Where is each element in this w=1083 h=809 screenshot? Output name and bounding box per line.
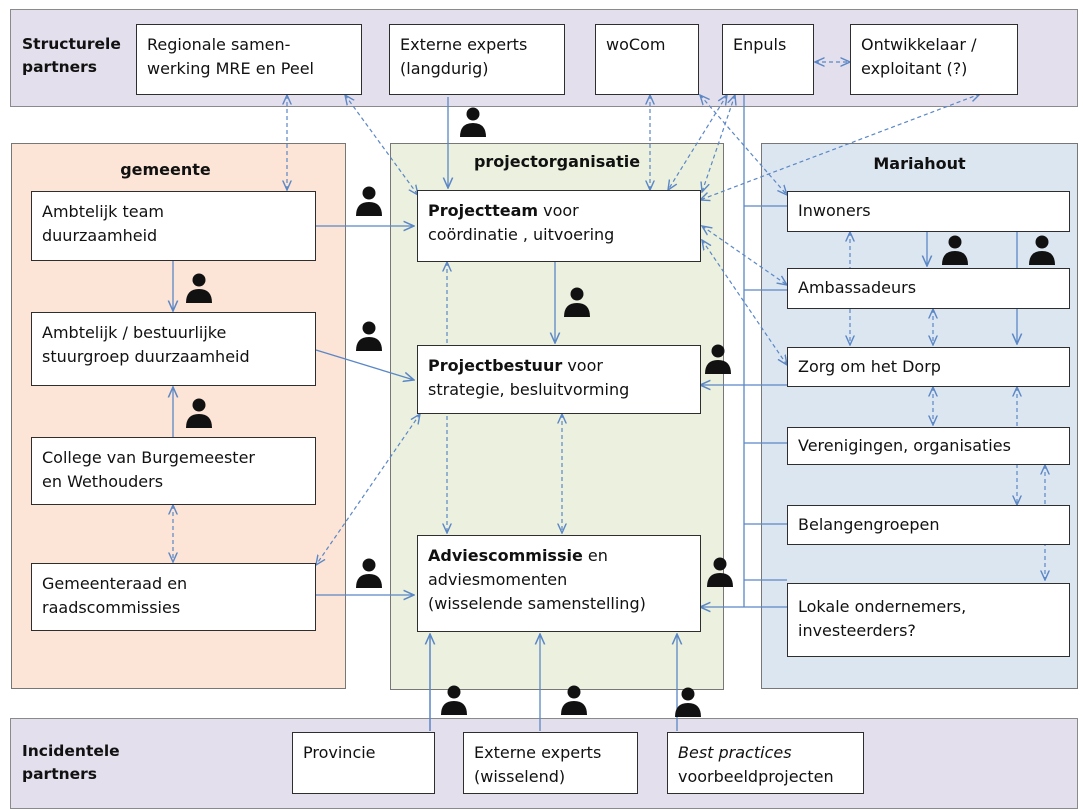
person-icon [707,557,733,587]
structural-partners-label: Structurele partners [22,33,121,79]
person-icon [441,685,467,715]
structural-label-line2: partners [22,58,98,76]
externe-experts-langdurig-box: Externe experts (langdurig) [389,24,565,95]
structural-label-line1: Structurele [22,35,121,53]
person-icon [186,398,212,428]
belangengroepen-box: Belangengroepen [787,505,1070,545]
dash-projectbestuur-to-raad [316,414,420,565]
projectbestuur-box: Projectbestuur voor strategie, besluitvo… [417,345,701,414]
ontwikkelaar-box: Ontwikkelaar / exploitant (?) [850,24,1018,95]
wocom-box: woCom [595,24,699,95]
incidental-label-line1: Incidentele [22,742,120,760]
verenigingen-box: Verenigingen, organisaties [787,427,1070,465]
projectteam-title: Projectteam [428,201,539,220]
stuurgroep-box: Ambtelijk / bestuurlijke stuurgroep duur… [31,312,316,386]
dash-ontwikkelaar-to-projectteam [700,94,980,200]
best-practices-box: Best practices voorbeeldprojecten [667,732,864,794]
person-icon [561,685,587,715]
dash-regionale-to-projectteam [345,95,418,195]
person-icon [705,344,731,374]
person-icon [356,186,382,216]
gemeente-title: gemeente [120,160,211,179]
externe-experts-wisselend-box: Externe experts (wisselend) [463,732,638,794]
person-icon [356,558,382,588]
ambtelijk-team-box: Ambtelijk team duurzaamheid [31,191,316,261]
zorg-om-het-dorp-box: Zorg om het Dorp [787,347,1070,387]
person-icon [564,287,590,317]
incidental-partners-label: Incidentele partners [22,740,120,786]
regionale-samenwerking-box: Regionale samen- werking MRE en Peel [136,24,362,95]
adviescommissie-box: Adviescommissie en adviesmomenten (wisse… [417,535,701,632]
person-icon [675,687,701,717]
arrow-stuurgroep-to-projectbestuur [315,349,414,380]
provincie-box: Provincie [292,732,435,794]
lokale-ondernemers-box: Lokale ondernemers, investeerders? [787,583,1070,657]
person-icon [460,107,486,137]
gemeenteraad-box: Gemeenteraad en raadscommissies [31,563,316,631]
projectbestuur-title: Projectbestuur [428,356,563,375]
incidental-label-line2: partners [22,765,98,783]
person-icon [186,273,212,303]
ambassadeurs-box: Ambassadeurs [787,268,1070,309]
person-icon [356,321,382,351]
person-icon [1029,235,1055,265]
enpuls-box: Enpuls [722,24,814,95]
college-box: College van Burgemeester en Wethouders [31,437,316,505]
projectorganisatie-title: projectorganisatie [473,152,641,171]
dash-enpuls-to-projectteam [668,95,727,190]
adviescommissie-title: Adviescommissie [428,546,583,565]
inwoners-box: Inwoners [787,191,1070,232]
person-icon [942,235,968,265]
dash-enpuls-to-ambassadeurs [702,95,735,192]
projectteam-box: Projectteam voor coördinatie , uitvoerin… [417,190,701,262]
